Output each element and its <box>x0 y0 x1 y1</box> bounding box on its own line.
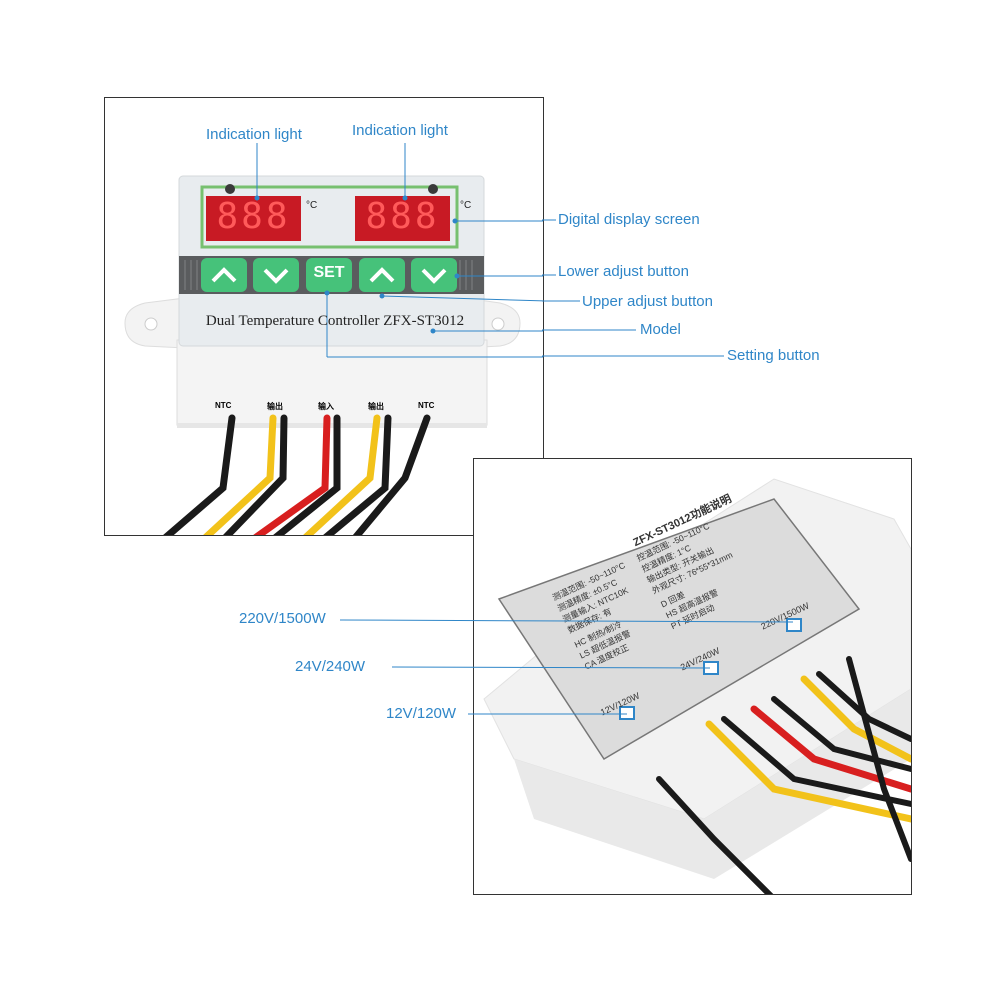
controller-back-illustration <box>483 478 911 894</box>
controller-front-illustration <box>124 143 543 535</box>
right-display-digits: 888 <box>365 196 440 237</box>
callout-setting-button: Setting button <box>727 347 820 364</box>
terminal-label: 输出 <box>267 402 283 411</box>
callout-lower-adjust: Lower adjust button <box>558 263 689 280</box>
set-button-label: SET <box>313 264 345 281</box>
right-display <box>355 196 450 241</box>
callout-220v: 220V/1500W <box>239 610 326 627</box>
callout-12v: 12V/120W <box>386 705 457 722</box>
terminal-label: NTC <box>215 401 232 410</box>
device-model-label: Dual Temperature Controller ZFX-ST3012 <box>205 313 465 329</box>
terminal-label: 输入 <box>318 402 334 411</box>
set-button[interactable] <box>306 258 352 292</box>
callout-model: Model <box>640 321 681 338</box>
callout-upper-adjust: Upper adjust button <box>582 293 713 310</box>
terminal-label: 输出 <box>368 402 384 411</box>
callout-indication-light-2: Indication light <box>352 122 448 139</box>
bottom-product-photo: ZFX-ST3012功能说明 测温范围: -50~110°C 测温精度: ±0.… <box>473 458 912 895</box>
left-display <box>206 196 301 241</box>
rating-marker-12v <box>619 706 635 720</box>
top-product-photo: 888 888 °C °C SET Dual Temperature Contr… <box>104 97 544 536</box>
callout-digital-display: Digital display screen <box>558 211 700 228</box>
callout-indication-light-1: Indication light <box>206 126 302 143</box>
upper-adjust-button-2[interactable] <box>359 258 405 292</box>
lower-adjust-button-2[interactable] <box>411 258 457 292</box>
lower-adjust-button-1[interactable] <box>253 258 299 292</box>
left-display-digits: 888 <box>216 196 291 237</box>
spec-label <box>497 498 861 761</box>
upper-adjust-button-1[interactable] <box>201 258 247 292</box>
right-unit: °C <box>460 200 472 211</box>
left-unit: °C <box>306 200 318 211</box>
terminal-label: NTC <box>418 401 435 410</box>
callout-24v: 24V/240W <box>295 658 366 675</box>
